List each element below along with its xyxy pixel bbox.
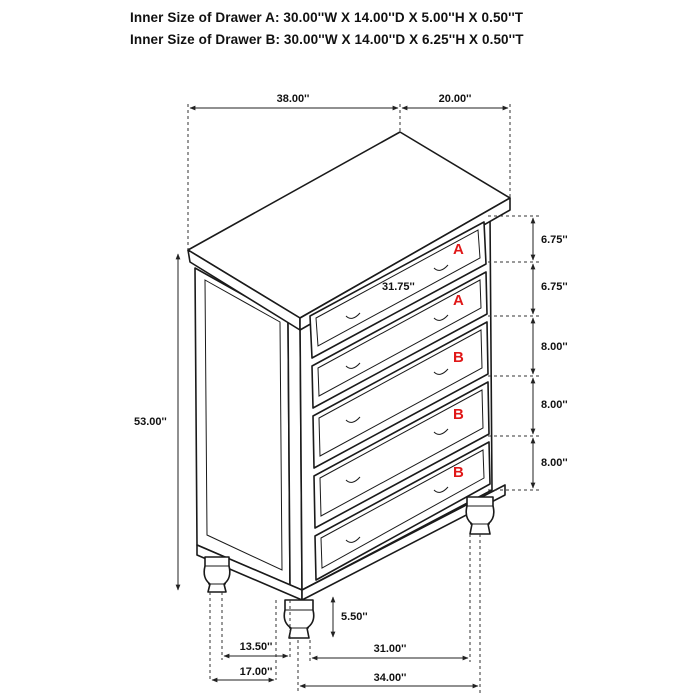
- drawer-4: [313, 381, 490, 529]
- side-outer-label: 17.00'': [240, 666, 273, 678]
- dim-bottom-side: 13.50'' 17.00'': [209, 592, 291, 683]
- drawer-height-label: 6.75'': [541, 234, 568, 246]
- drawer-1: [309, 221, 487, 359]
- drawer-a-inner-size: Inner Size of Drawer A: 30.00''W X 14.00…: [130, 10, 524, 25]
- drawer-height-label: 8.00'': [541, 341, 568, 353]
- handle-icon: [433, 264, 449, 271]
- drawer-b-inner-size: Inner Size of Drawer B: 30.00''W X 14.00…: [130, 32, 524, 47]
- legs: [203, 496, 495, 639]
- drawer-face-width-label: 31.75'': [382, 281, 415, 293]
- drawer-height-label: 8.00'': [541, 399, 568, 411]
- handle-icon: [433, 368, 449, 375]
- drawer-label: A: [453, 292, 464, 309]
- handle-icon: [345, 312, 361, 319]
- front-outer-label: 34.00'': [374, 672, 407, 684]
- handle-icon: [345, 416, 361, 423]
- handle-icon: [345, 536, 361, 543]
- drawers: A A B B B: [309, 221, 491, 581]
- drawer-label: B: [453, 349, 464, 366]
- top-width-label: 38.00'': [277, 93, 310, 105]
- leg-right: [465, 496, 495, 535]
- handle-icon: [345, 476, 361, 483]
- leg-front: [283, 599, 315, 639]
- drawer-3: [312, 321, 489, 469]
- drawer-2: [311, 271, 488, 409]
- dim-leg-height: 5.50'': [330, 596, 368, 638]
- dim-height: 53.00'': [134, 253, 181, 591]
- dim-top: 38.00'' 20.00'': [187, 93, 511, 250]
- drawer-label: A: [453, 241, 464, 258]
- drawer-height-label: 6.75'': [541, 281, 568, 293]
- top-depth-label: 20.00'': [439, 93, 472, 105]
- leg-left: [203, 556, 231, 593]
- drawer-height-label: 8.00'': [541, 457, 568, 469]
- drawer-handles: [345, 264, 449, 543]
- handle-icon: [345, 362, 361, 369]
- side-panel-inset: [204, 279, 283, 571]
- drawer-label: B: [453, 406, 464, 423]
- front-inner-label: 31.00'': [374, 643, 407, 655]
- dim-drawer-heights: 6.75'' 6.75'' 8.00'' 8.00'' 8.00'': [488, 215, 568, 491]
- drawer-label: B: [453, 464, 464, 481]
- handle-icon: [433, 314, 449, 321]
- overall-height-label: 53.00'': [134, 416, 167, 428]
- side-inner-label: 13.50'': [240, 641, 273, 653]
- dim-bottom-front: 31.00'' 34.00'': [297, 534, 481, 694]
- handle-icon: [433, 428, 449, 435]
- handle-icon: [433, 486, 449, 493]
- leg-height-label: 5.50'': [341, 611, 368, 623]
- drawer-5: [314, 441, 491, 581]
- base-front: [301, 484, 506, 601]
